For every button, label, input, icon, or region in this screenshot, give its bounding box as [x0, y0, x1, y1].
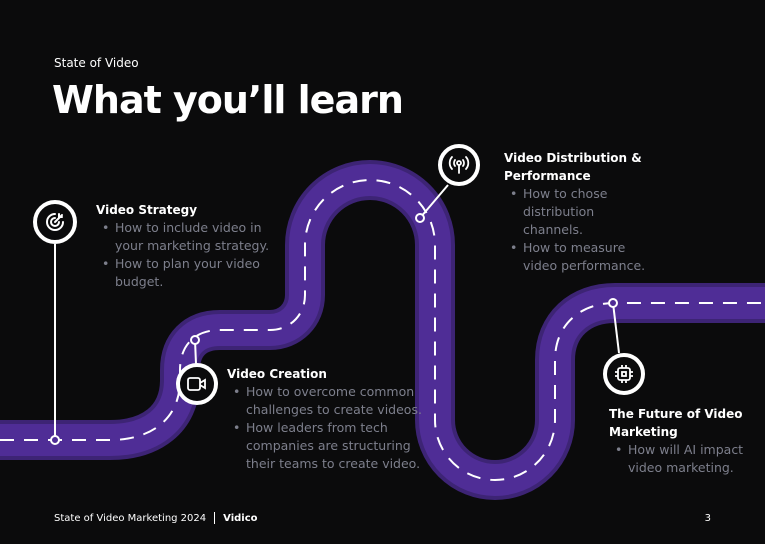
broadcast-icon	[438, 144, 480, 186]
road-dashes	[0, 179, 765, 481]
connector-line	[612, 302, 620, 354]
video-camera-icon	[176, 363, 218, 405]
footer-report: State of Video Marketing 2024	[54, 512, 207, 524]
section-title: Video Strategy	[96, 203, 198, 217]
section-future: The Future of Video Marketing How will A…	[609, 405, 749, 477]
bullet: How to chose distribution channels.	[510, 185, 654, 239]
eyebrow: State of Video	[54, 56, 139, 70]
bullet: How to plan your video budget.	[102, 255, 286, 291]
chip-icon	[603, 353, 645, 395]
section-title: Video Creation	[227, 367, 327, 381]
page-number: 3	[704, 513, 711, 524]
section-title: Video Distribution & Performance	[504, 151, 642, 183]
bullet: How to overcome common challenges to cre…	[233, 383, 427, 419]
footer-divider	[214, 512, 216, 524]
footer: State of Video Marketing 2024 Vidico	[54, 512, 258, 524]
footer-brand: Vidico	[223, 512, 258, 524]
milestone-marker	[608, 298, 618, 308]
connector-line	[419, 184, 449, 219]
target-icon	[33, 200, 77, 244]
milestone-marker	[415, 213, 425, 223]
milestone-marker	[190, 335, 200, 345]
milestone-marker	[50, 435, 60, 445]
section-video-strategy: Video Strategy How to include video in y…	[96, 201, 286, 291]
section-video-distribution: Video Distribution & Performance How to …	[504, 149, 654, 275]
section-title: The Future of Video Marketing	[609, 407, 743, 439]
page-title: What you’ll learn	[52, 78, 404, 122]
bullet: How to measure video performance.	[510, 239, 654, 275]
bullet: How leaders from tech companies are stru…	[233, 419, 427, 473]
section-video-creation: Video Creation How to overcome common ch…	[227, 365, 427, 473]
bullet: How to include video in your marketing s…	[102, 219, 286, 255]
bullet: How will AI impact video marketing.	[615, 441, 749, 477]
